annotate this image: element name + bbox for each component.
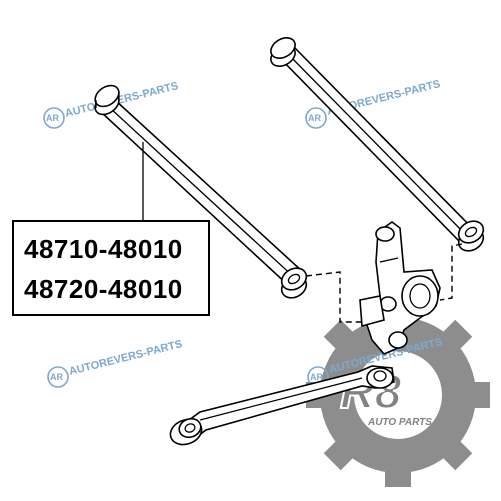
watermark-text: AUTOREVERS-PARTS: [68, 338, 184, 378]
part-number-2: 48720-48010: [24, 274, 183, 304]
logo-subtitle: AUTO PARTS: [367, 417, 432, 428]
lower-lateral-arm: [169, 365, 395, 446]
knuckle-assembly: [359, 221, 441, 355]
bushing-lower-right: [366, 367, 394, 389]
mount-dash-right: [439, 243, 463, 301]
mount-dash-left: [305, 271, 372, 323]
bushing-bottom-right: [457, 220, 485, 252]
left-control-arm: [94, 84, 308, 299]
bushing-top-right: [270, 37, 296, 67]
bushing-bottom-left: [280, 267, 308, 299]
part-number-box: 48710-48010 48720-48010: [12, 220, 210, 316]
bushing-lower-left: [169, 417, 203, 446]
part-number-1: 48710-48010: [24, 234, 183, 264]
bushing-top-left: [94, 84, 120, 116]
watermark-badge: AR: [50, 372, 63, 382]
right-control-arm: [270, 37, 485, 252]
watermark-badge: AR: [46, 113, 59, 123]
watermark-3: AR AUTOREVERS-PARTS: [47, 338, 184, 388]
watermark-badge: AR: [310, 372, 323, 382]
watermark-badge: AR: [308, 113, 321, 123]
